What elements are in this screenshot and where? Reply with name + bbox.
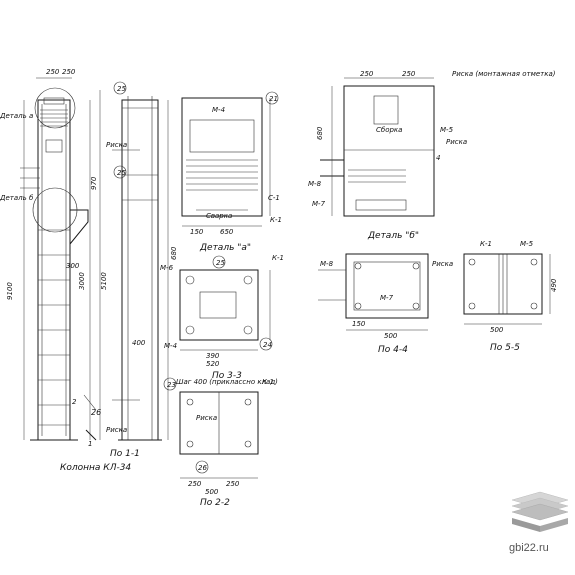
column-outline bbox=[37, 99, 71, 441]
detail-b-mark: Деталь б bbox=[0, 194, 34, 202]
pos-26: 26 bbox=[91, 408, 101, 417]
pos-circle-26 bbox=[195, 460, 209, 474]
k1-label-22: К-1 bbox=[262, 378, 274, 386]
detail-a-outline bbox=[181, 97, 263, 217]
head-mesh bbox=[40, 97, 68, 153]
dim-650-a: 650 bbox=[220, 228, 234, 236]
riska-22: Риска bbox=[196, 414, 217, 422]
pos-circle-23 bbox=[163, 377, 177, 391]
m4-label-33: М-4 bbox=[164, 342, 177, 350]
dim-250-22b: 250 bbox=[226, 480, 240, 488]
section-1-1 bbox=[112, 81, 169, 441]
caption-column: Колонна КЛ-34 bbox=[60, 463, 131, 473]
pos-21: 21 bbox=[269, 95, 278, 103]
pos-23: 23 bbox=[167, 381, 176, 389]
dim-5100: 5100 bbox=[100, 272, 108, 290]
pos-25-top: 25 bbox=[117, 85, 126, 93]
caption-detail-b: Деталь "б" bbox=[367, 231, 419, 241]
dim-400-col: 400 bbox=[132, 339, 146, 347]
svarka-a: Сварка bbox=[206, 212, 232, 220]
k1-label-a: К-1 bbox=[270, 216, 282, 224]
dim-top-250: 250 bbox=[46, 68, 60, 76]
watermark-site: gbi22.ru bbox=[509, 542, 549, 554]
caption-sec-2-2: По 2-2 bbox=[200, 498, 230, 508]
dim-500-22: 500 bbox=[205, 488, 219, 496]
section-2-2 bbox=[163, 377, 259, 479]
dim-150-44: 150 bbox=[352, 320, 366, 328]
detail-b-circle bbox=[32, 187, 78, 233]
m7-label-44: М-7 bbox=[380, 294, 394, 302]
dim-top-250b: 250 bbox=[62, 68, 76, 76]
riska-mount: Риска (монтажная отметка) bbox=[452, 70, 556, 78]
riska-44: Риска bbox=[432, 260, 453, 268]
riska-bottom: Риска bbox=[106, 426, 127, 434]
console bbox=[69, 209, 89, 245]
dim-250-b2: 250 bbox=[402, 70, 416, 78]
pos-24: 24 bbox=[263, 341, 272, 349]
pos-circle-24 bbox=[259, 337, 273, 351]
dim-250-22a: 250 bbox=[188, 480, 202, 488]
column-elevation bbox=[20, 77, 101, 441]
detail-a-mark: Деталь а bbox=[0, 112, 33, 120]
riska-b: Риска bbox=[446, 138, 467, 146]
section-4-4 bbox=[318, 253, 429, 331]
section-1-1-outline bbox=[121, 99, 159, 441]
dim-680-b: 680 bbox=[316, 126, 324, 140]
stirrups bbox=[38, 229, 70, 426]
k1-label-33: К-1 bbox=[272, 254, 284, 262]
caption-sec-5-5: По 5-5 bbox=[490, 343, 520, 353]
sbor-b: Сборка bbox=[376, 126, 402, 134]
detail-b bbox=[320, 77, 435, 217]
pos-25-sec: 25 bbox=[216, 259, 225, 267]
m5-label-55: М-5 bbox=[520, 240, 534, 248]
dim-500-55: 500 bbox=[490, 326, 504, 334]
caption-sec-4-4: По 4-4 bbox=[378, 345, 408, 355]
s1-label: С-1 bbox=[268, 194, 280, 202]
m5-label-b: М-5 bbox=[440, 126, 454, 134]
pos-circle-21 bbox=[265, 91, 279, 105]
dim-970: 970 bbox=[90, 176, 98, 190]
pos-4-b: 4 bbox=[436, 154, 440, 162]
detail-a bbox=[181, 91, 279, 227]
sec-mark-1: 1 bbox=[88, 440, 92, 448]
pitch-note: Шаг 400 (приклассно клад) bbox=[176, 378, 278, 386]
riska-left: Риска bbox=[106, 141, 127, 149]
m8-label-44: М-8 bbox=[320, 260, 334, 268]
pos-25-mid: 25 bbox=[117, 169, 126, 177]
sec-mark-2: 2 bbox=[72, 398, 77, 406]
dim-680: 680 bbox=[170, 246, 178, 260]
detail-a-circle bbox=[34, 87, 76, 129]
dim-390: 390 bbox=[206, 352, 220, 360]
k1-label-55: К-1 bbox=[480, 240, 492, 248]
dim-250-b: 250 bbox=[360, 70, 374, 78]
dim-520: 520 bbox=[206, 360, 220, 368]
section-5-5 bbox=[463, 253, 551, 325]
dim-500-44: 500 bbox=[384, 332, 398, 340]
pos-26-b: 26 bbox=[198, 464, 207, 472]
pos-circle-25b bbox=[113, 165, 127, 179]
section-3-3 bbox=[179, 255, 273, 351]
m4-label: М-4 bbox=[212, 106, 225, 114]
dim-300: 300 bbox=[66, 262, 80, 270]
caption-detail-a: Деталь "а" bbox=[199, 243, 251, 253]
section-4-4-outline bbox=[345, 253, 429, 319]
m6-label: М-6 bbox=[160, 264, 174, 272]
dim-490: 490 bbox=[550, 278, 558, 292]
pos-circle-25c bbox=[212, 255, 226, 269]
watermark-logo bbox=[511, 491, 569, 532]
pos-circle-25 bbox=[113, 81, 127, 95]
dim-9100: 9100 bbox=[6, 282, 14, 300]
m8-label-b: М-8 bbox=[308, 180, 322, 188]
section-3-3-outline bbox=[179, 269, 259, 341]
m7-label-b: М-7 bbox=[312, 200, 326, 208]
detail-b-outline bbox=[343, 85, 435, 217]
dim-3000: 3000 bbox=[78, 272, 86, 290]
dim-150-a: 150 bbox=[190, 228, 204, 236]
caption-sec-3-3: По 3-3 bbox=[212, 371, 242, 381]
caption-sec-1-1: По 1-1 bbox=[110, 449, 140, 459]
